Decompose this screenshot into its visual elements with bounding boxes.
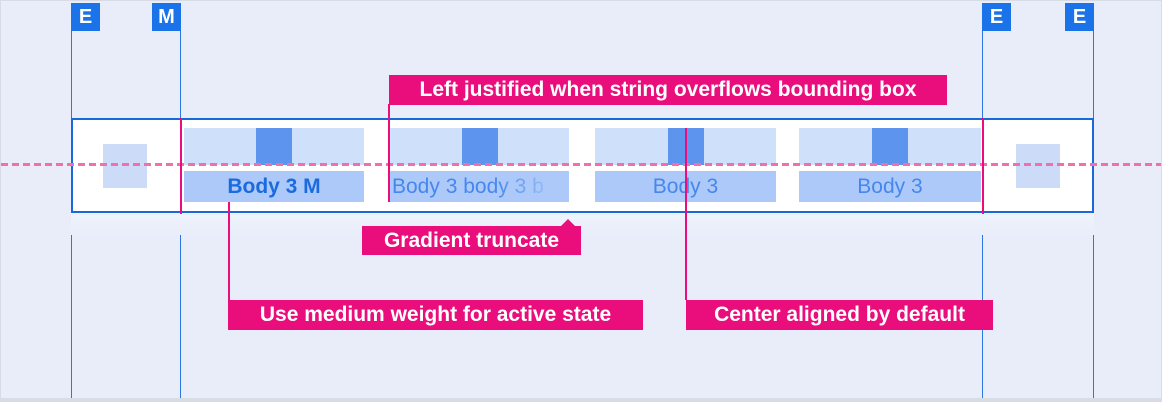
margin-placeholder-square-right	[1016, 144, 1060, 188]
tab-icon-area	[184, 128, 364, 165]
spacing-marker-e-right1: E	[982, 3, 1011, 31]
tab-item[interactable]: Body 3	[799, 128, 981, 202]
gradient-truncate-overlay	[493, 171, 569, 202]
tab-label: Body 3	[799, 171, 981, 202]
marker-label: E	[78, 5, 93, 28]
callout-caret-up	[560, 219, 576, 227]
tab-icon-placeholder	[872, 128, 908, 165]
tab-label-text: Body 3	[857, 174, 923, 198]
callout-left-justified: Left justified when string overflows bou…	[389, 75, 947, 105]
tab-icon-area	[799, 128, 981, 165]
marker-label: E	[989, 5, 1004, 28]
callout-text: Left justified when string overflows bou…	[419, 78, 917, 101]
tab-label-text: Body 3 M	[227, 174, 321, 198]
callout-text: Center aligned by default	[714, 303, 965, 326]
leader-line-left-justified	[387, 104, 390, 202]
marker-label: M	[158, 5, 175, 28]
spacing-marker-m: M	[152, 3, 181, 31]
content-edge-marker-line-left	[179, 118, 182, 214]
tab-icon-area	[390, 128, 569, 165]
baseline-guide-dashed-line	[1, 163, 1161, 166]
tab-icon-placeholder	[461, 128, 498, 165]
content-edge-marker-line-right	[981, 118, 984, 214]
spacing-marker-e-left: E	[71, 3, 100, 31]
leader-line-center-aligned	[684, 128, 687, 300]
tab-label: Body 3 M	[184, 171, 364, 202]
leader-line-medium-weight	[228, 202, 230, 300]
tab-item-active[interactable]: Body 3 M	[184, 128, 364, 202]
tab-item-overflow[interactable]: Body 3 body 3 b	[390, 128, 569, 202]
callout-center-aligned: Center aligned by default	[686, 300, 993, 330]
tabbar-shadow	[71, 213, 1094, 235]
spacing-marker-e-right2: E	[1065, 3, 1094, 31]
callout-gradient-truncate: Gradient truncate	[362, 226, 581, 255]
tab-icon-placeholder	[256, 128, 292, 165]
margin-placeholder-square-left	[103, 144, 147, 188]
canvas-bottom-edge	[1, 398, 1161, 401]
tab-label: Body 3 body 3 b	[390, 171, 569, 202]
callout-text: Use medium weight for active state	[259, 303, 612, 326]
callout-medium-weight: Use medium weight for active state	[228, 300, 643, 330]
callout-text: Gradient truncate	[383, 228, 560, 252]
marker-label: E	[1072, 5, 1087, 28]
